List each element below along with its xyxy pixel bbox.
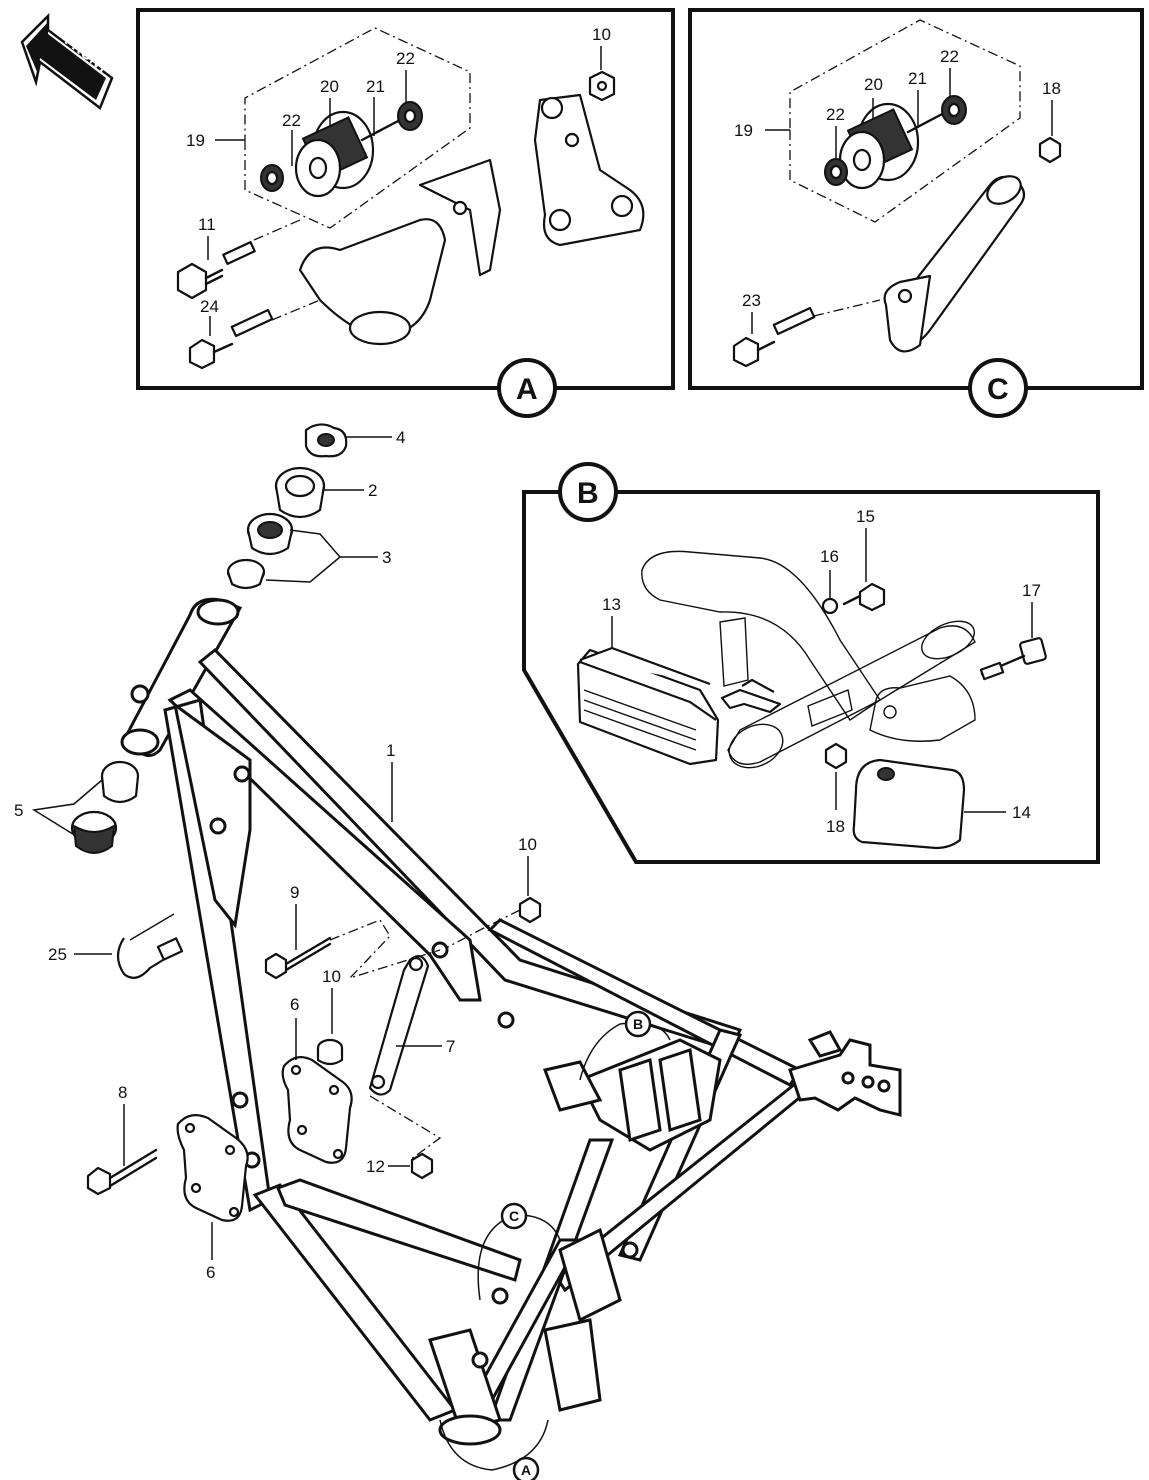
bolt-9 [264, 936, 332, 980]
callout-14: 14 [1012, 803, 1031, 822]
pivot-bushing-20 [838, 102, 920, 190]
callout-22-left: 22 [282, 111, 301, 130]
frame-tube-section [883, 175, 1026, 353]
callout-12: 12 [366, 1157, 385, 1176]
callout-9: 9 [290, 883, 299, 902]
callout-13: 13 [602, 595, 621, 614]
callout-18: 18 [826, 817, 845, 836]
top-tube [197, 647, 743, 1052]
inset-a-letter: A [516, 373, 538, 406]
collar-10 [316, 1038, 344, 1066]
callout-8: 8 [118, 1083, 127, 1102]
inset-b-border [522, 490, 1100, 864]
callout-15: 15 [856, 507, 875, 526]
washer-16 [821, 597, 839, 615]
swingarm-mount-bracket [298, 93, 645, 346]
callout-22: 22 [396, 49, 415, 68]
nut-18 [1038, 136, 1062, 164]
bearing-3 [226, 512, 294, 590]
frame-marker-a: A [439, 1419, 549, 1480]
callout-6-lower: 6 [206, 1263, 215, 1282]
inset-c: 19 20 21 22 22 18 23 C [688, 8, 1144, 418]
bearing-22-left [824, 158, 848, 186]
svg-text:B: B [633, 1016, 643, 1032]
callout-22-left: 22 [826, 105, 845, 124]
callout-11: 11 [198, 215, 216, 234]
steering-head-pipe [120, 597, 243, 757]
callout-25: 25 [48, 945, 67, 964]
inset-b: 13 14 15 16 17 18 B [522, 462, 1100, 864]
callout-20: 20 [320, 77, 339, 96]
callout-19: 19 [734, 121, 753, 140]
callout-4: 4 [396, 428, 405, 447]
callout-21: 21 [366, 77, 385, 96]
callout-6: 6 [290, 995, 299, 1014]
nut-12 [410, 1152, 434, 1180]
inset-c-marker [968, 358, 1028, 418]
callout-10: 10 [518, 835, 537, 854]
inset-c-border [688, 8, 1144, 390]
callout-10-collar: 10 [322, 967, 341, 986]
callout-22: 22 [940, 47, 959, 66]
bearing-22 [397, 101, 423, 131]
bolt-23 [732, 306, 816, 368]
connector-clip [720, 678, 782, 714]
callout-18: 18 [1042, 79, 1061, 98]
head-gusset [172, 701, 252, 929]
svg-text:C: C [509, 1208, 519, 1224]
inset-b-marker [558, 462, 618, 522]
callout-17: 17 [1022, 581, 1041, 600]
nut-10 [518, 896, 542, 924]
main-frame-assembly [120, 597, 902, 1446]
nut-18 [824, 742, 848, 770]
steering-stem-nut-4 [304, 423, 348, 458]
mounting-plate-6-lower [176, 1113, 249, 1222]
tail-bracket [788, 1030, 902, 1117]
inset-a: 19 20 21 22 22 10 11 24 A [136, 8, 675, 418]
bearing-race-2 [274, 466, 326, 519]
swingarm-pivot-bracket [428, 1227, 622, 1446]
bolt-24 [188, 308, 274, 370]
callout-21: 21 [908, 69, 927, 88]
callout-24: 24 [200, 297, 219, 316]
frame-marker-b: B [579, 1010, 671, 1081]
mounting-plate-6 [281, 1055, 353, 1164]
bolt-11 [176, 241, 256, 300]
bolt-17 [979, 637, 1047, 681]
bearing-22 [941, 95, 967, 125]
callout-1: 1 [386, 741, 395, 760]
callout-3: 3 [382, 548, 391, 567]
regulator-13 [576, 646, 720, 766]
callout-20: 20 [864, 75, 883, 94]
inset-c-letter: C [987, 373, 1009, 406]
engine-bracket-7 [368, 955, 430, 1096]
pivot-bushing-20 [294, 110, 375, 198]
svg-text:A: A [521, 1462, 531, 1478]
bolt-15 [842, 582, 886, 612]
bearing-5 [70, 760, 140, 854]
cable-band-25 [116, 913, 184, 979]
frame-marker-c: C [477, 1202, 561, 1301]
callout-7: 7 [446, 1037, 455, 1056]
inset-b-letter: B [577, 477, 599, 510]
callout-5: 5 [14, 801, 23, 820]
bolt-8 [86, 1148, 158, 1196]
inset-a-border [136, 8, 675, 390]
callout-23: 23 [742, 291, 761, 310]
inset-a-marker [497, 358, 557, 418]
callout-2: 2 [368, 481, 377, 500]
rubber-cover-14 [852, 758, 966, 850]
callout-19: 19 [186, 131, 205, 150]
front-arrow: FRONT [20, 12, 114, 110]
frame-tube-section [641, 550, 976, 769]
callout-10: 10 [592, 25, 611, 44]
bearing-22-left [260, 164, 284, 192]
callout-16: 16 [820, 547, 839, 566]
